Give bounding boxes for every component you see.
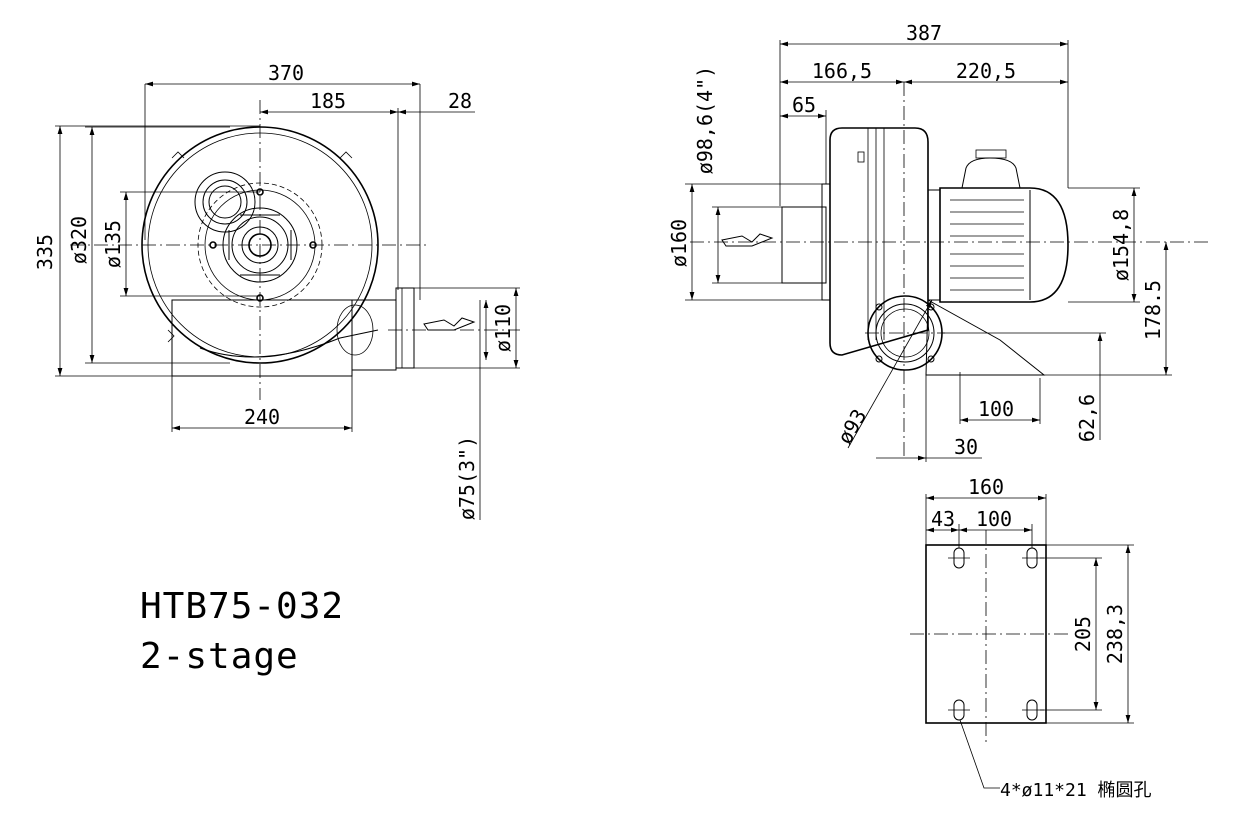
- dim-160-plate: 160: [968, 475, 1004, 499]
- dim-43: 43: [931, 507, 955, 531]
- base-plate-view: 160 43 100 205 238,3 4*ø11*21 椭圆孔: [910, 475, 1152, 801]
- dim-62-6: 62,6: [1075, 394, 1099, 442]
- front-view: 370 185 28 335 ø320 ø135 240 ø110: [33, 61, 520, 520]
- side-inlet-stub: [781, 206, 827, 284]
- side-motor: [939, 187, 1069, 303]
- side-bracket: [925, 299, 1046, 376]
- dim-240: 240: [244, 405, 280, 429]
- model-name: HTB75-032: [140, 586, 344, 627]
- dim-185: 185: [310, 89, 346, 113]
- dim-205: 205: [1071, 616, 1095, 652]
- dim-238-3: 238,3: [1103, 604, 1127, 664]
- dim-100-side: 100: [978, 397, 1014, 421]
- dim-dia-98-6: ø98,6(4"): [693, 66, 717, 174]
- dim-dia-75: ø75(3"): [455, 436, 479, 520]
- dim-28: 28: [448, 89, 472, 113]
- dim-166-5: 166,5: [812, 59, 872, 83]
- dim-30: 30: [954, 435, 978, 459]
- dim-370: 370: [268, 61, 304, 85]
- dim-387: 387: [906, 21, 942, 45]
- model-stages: 2-stage: [140, 636, 299, 677]
- dim-178-5: 178.5: [1141, 280, 1165, 340]
- dim-dia-320: ø320: [67, 216, 91, 264]
- side-outlet-flange: [867, 295, 943, 371]
- side-housing: [829, 127, 929, 356]
- dim-220-5: 220,5: [956, 59, 1016, 83]
- dim-dia-93: ø93: [833, 405, 872, 448]
- dim-335: 335: [33, 234, 57, 270]
- dim-dia-110: ø110: [491, 304, 515, 352]
- holes-note: 4*ø11*21 椭圆孔: [1000, 780, 1152, 801]
- front-base: [171, 299, 353, 377]
- dim-dia-135: ø135: [101, 220, 125, 268]
- dim-dia-160: ø160: [667, 219, 691, 267]
- dim-dia-154-8: ø154,8: [1109, 209, 1133, 281]
- dim-100-plate: 100: [976, 507, 1012, 531]
- dim-65: 65: [792, 93, 816, 117]
- side-view: 387 166,5 220,5 65 ø98,6(4") ø160 ø154,8…: [667, 21, 1210, 462]
- outlet-flange: [395, 287, 415, 369]
